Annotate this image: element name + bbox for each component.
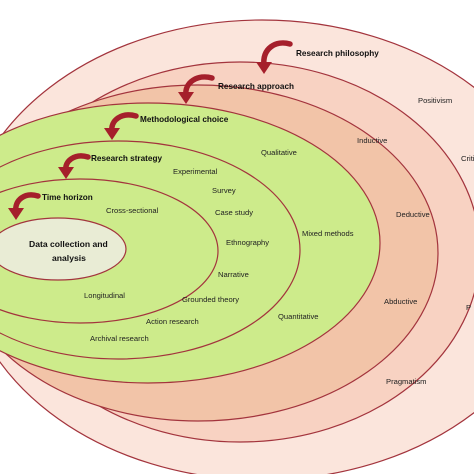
- philosophy-item: Positivism: [418, 96, 452, 105]
- philosophy-title: Research philosophy: [296, 49, 379, 58]
- approach-arrow-icon: [178, 74, 215, 104]
- horizon-title: Time horizon: [42, 193, 93, 202]
- layer-arrows: [8, 40, 293, 220]
- core-ellipse: [0, 217, 127, 281]
- horizon-arrow-icon: [8, 192, 41, 220]
- approach-item: Deductive: [396, 210, 430, 219]
- strategy-item: Narrative: [218, 270, 249, 279]
- strategy-item: Case study: [215, 208, 253, 217]
- approach-title: Research approach: [218, 82, 294, 91]
- core-line-2: analysis: [52, 253, 86, 263]
- core-line-1: Data collection and: [29, 239, 108, 249]
- strategy-arrow-icon: [58, 153, 91, 179]
- strategy-item: Experimental: [173, 167, 218, 176]
- horizon-item: Cross-sectional: [106, 206, 159, 215]
- strategy-title: Research strategy: [91, 154, 162, 163]
- approach-item: Abductive: [384, 297, 417, 306]
- choice-item: Quantitative: [278, 312, 319, 321]
- philosophy-item: Pragmatism: [386, 377, 427, 386]
- horizon-item: Longitudinal: [84, 291, 125, 300]
- choice-title: Methodological choice: [140, 115, 229, 124]
- choice-item: Qualitative: [261, 148, 297, 157]
- approach-item: Inductive: [357, 136, 387, 145]
- choice-arrow-icon: [104, 112, 139, 140]
- philosophy-item: Criti: [461, 154, 474, 163]
- philosophy-item: P: [466, 303, 471, 312]
- philosophy-arrow-icon: [256, 40, 293, 74]
- strategy-item: Archival research: [90, 334, 149, 343]
- choice-item: Mixed methods: [302, 229, 354, 238]
- strategy-item: Action research: [146, 317, 199, 326]
- strategy-item: Survey: [212, 186, 236, 195]
- strategy-item: Grounded theory: [182, 295, 239, 304]
- strategy-item: Ethnography: [226, 238, 269, 247]
